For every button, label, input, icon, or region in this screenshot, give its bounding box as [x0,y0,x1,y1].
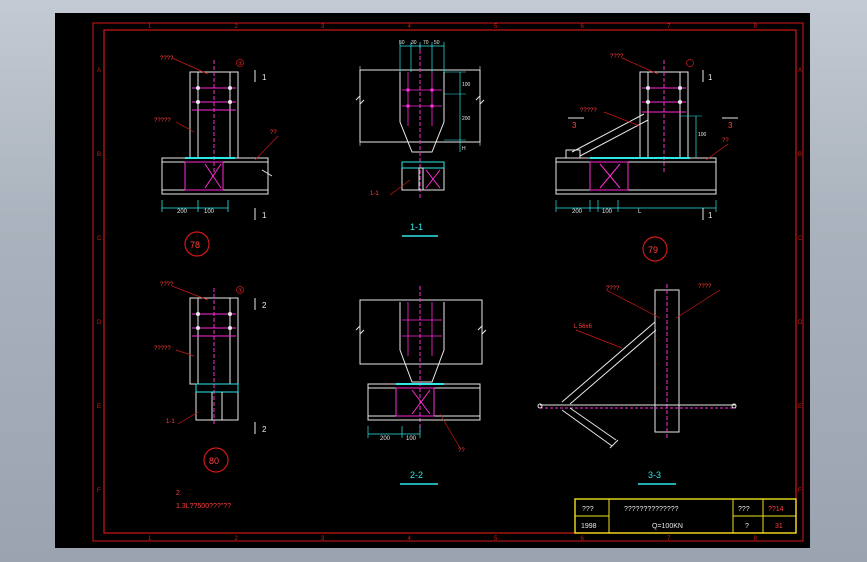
grid-column-labels-bottom: 1 2 3 4 5 6 7 8 [148,536,758,542]
outer-frame [92,22,804,542]
d80-callout-mid: ????? [154,346,171,352]
d78-callout-top: ???? [160,56,174,62]
tb-cell-2-bottom: Q=100KN [652,523,683,530]
sheet-background [55,13,810,548]
grid-col-bottom-2: 2 [235,536,239,542]
detail-78[interactable]: 200 100 ???? ????? ?? ① 1 1 78 [154,56,279,257]
section-3-3-title: 3-3 [648,470,661,480]
tb-cell-3-bottom: ? [745,523,749,530]
grid-col-top-2: 2 [235,24,239,30]
grid-row-left-A: A [97,68,101,74]
grid-col-bottom-7: 7 [667,536,671,542]
d78-callout-mid: ????? [154,118,171,124]
grid-row-right-C: C [798,236,803,242]
grid-row-left-C: C [97,236,102,242]
d78-dim-2: 100 [204,209,215,215]
detail-80-label: 80 [209,456,219,466]
grid-col-top-4: 4 [408,24,412,30]
grid-row-right-E: E [798,404,802,410]
s11-top-dim-1: 50 [399,40,405,46]
d80-cut-bottom: 2 [262,425,267,434]
s33-callout-right: ???? [698,284,712,290]
grid-row-left-D: D [97,320,102,326]
d79-dim-2: 100 [602,209,613,215]
s11-top-dim-4: 50 [434,40,440,46]
d78-cut-bottom: 1 [262,211,267,220]
d78-circle-no: ① [238,61,243,67]
grid-row-right-A: A [798,68,802,74]
s22-callout: ?? [458,448,465,454]
d79-cut-bottom: 1 [708,211,713,220]
grid-col-top-3: 3 [321,24,325,30]
s22-dim-2: 100 [406,436,417,442]
grid-col-top-8: 8 [754,24,758,30]
section-3-3[interactable]: ???? ???? L 56x6 3-3 [537,284,737,485]
d80-callout-bottom: 1-1 [166,419,175,425]
d79-section-cut-left: 3 [572,121,577,130]
d80-circle-no: ① [238,288,243,294]
grid-col-top-5: 5 [494,24,498,30]
d78-cut-top: 1 [262,73,267,82]
grid-col-bottom-8: 8 [754,536,758,542]
s11-side-dim-2: 200 [462,116,471,122]
section-2-2[interactable]: 200 100 ?? 2-2 [355,286,487,485]
grid-column-labels-top: 1 2 3 4 5 6 7 8 [148,24,758,30]
detail-78-label: 78 [190,240,200,250]
tb-cell-4-top: ??14 [768,506,784,513]
section-1-1-title: 1-1 [410,222,423,232]
d79-callout-right: ?? [722,138,729,144]
grid-row-right-B: B [798,152,802,158]
s22-dim-1: 200 [380,436,391,442]
grid-col-top-1: 1 [148,24,152,30]
detail-80[interactable]: ???? ????? 1-1 ① 2 2 80 [154,282,267,473]
grid-row-left-F: F [97,488,101,494]
grid-row-right-F: F [798,488,802,494]
d79-section-cut-right: 3 [728,121,733,130]
s11-callout: 1-1 [370,191,379,197]
tb-cell-4-bottom: 31 [775,523,783,530]
section-1-1[interactable]: 50 30 70 50 100 200 H 1-1 1-1 [355,40,485,237]
grid-col-bottom-3: 3 [321,536,325,542]
s11-top-dim-3: 70 [423,40,429,46]
d79-callout-mid: ????? [580,108,597,114]
tb-cell-1-top: ??? [582,506,594,513]
grid-row-labels-right: A B C D E F [798,68,803,494]
grid-col-bottom-4: 4 [408,536,412,542]
s11-side-dim-1: 100 [462,82,471,88]
grid-row-right-D: D [798,320,803,326]
grid-col-bottom-6: 6 [581,536,585,542]
title-block[interactable]: ??? 1998 ?????????????? Q=100KN ??? ? ??… [574,498,797,534]
tb-cell-2-top: ?????????????? [624,506,679,513]
d80-callout-top: ???? [160,282,174,288]
note-line-2: 1.3L??500???"?? [176,503,231,510]
grid-col-bottom-1: 1 [148,536,152,542]
d80-cut-top: 2 [262,301,267,310]
section-2-2-title: 2-2 [410,470,423,480]
grid-col-top-6: 6 [581,24,585,30]
tb-cell-1-bottom: 1998 [581,523,597,530]
detail-79-label: 79 [648,245,658,255]
d78-callout-right: ?? [270,130,277,136]
d78-dim-1: 200 [177,209,188,215]
tb-cell-3-top: ??? [738,506,750,513]
note-line-1: 2. [176,490,182,497]
d79-dim-1: 200 [572,209,583,215]
grid-col-bottom-5: 5 [494,536,498,542]
detail-79[interactable]: 200 100 L 100 ???? ????? ?? 1 1 3 3 79 [555,54,738,262]
grid-row-labels-left: A B C D E F [97,68,102,494]
grid-row-left-E: E [97,404,101,410]
grid-row-left-B: B [97,152,101,158]
d79-vdim: 100 [698,132,707,138]
s33-angle: L 56x6 [574,324,592,330]
inner-frame [103,29,797,534]
s33-callout-left: ???? [606,286,620,292]
s11-side-dim-3: H [462,146,466,152]
d79-dim-3: L [638,209,642,215]
d79-callout-top: ???? [610,54,624,60]
s11-top-dim-2: 30 [411,40,417,46]
d79-cut-top: 1 [708,73,713,82]
grid-col-top-7: 7 [667,24,671,30]
